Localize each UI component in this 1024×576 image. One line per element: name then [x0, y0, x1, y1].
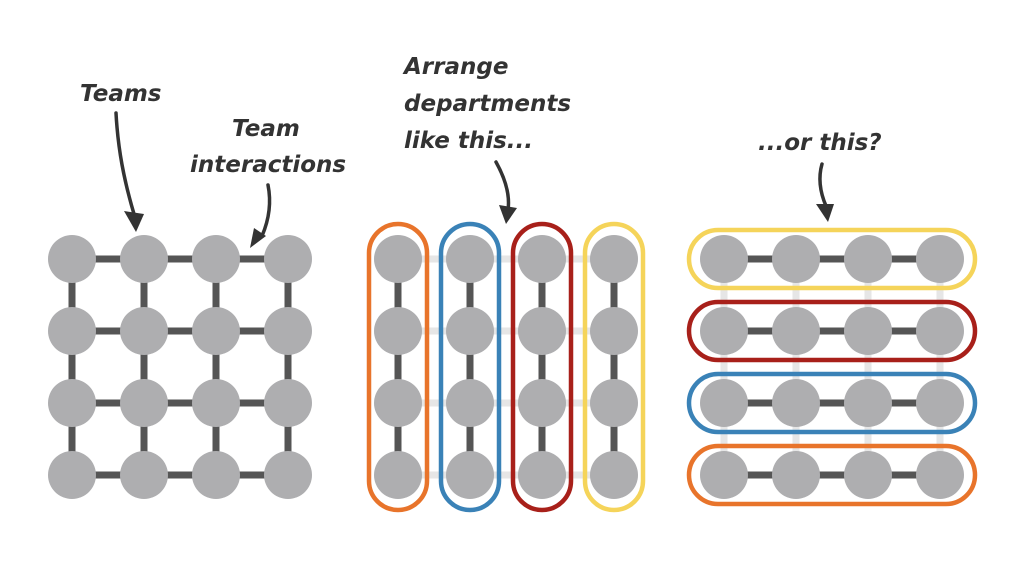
- team-node: [264, 235, 312, 283]
- arrange-label-line1: Arrange: [402, 54, 508, 80]
- team-node: [374, 235, 422, 283]
- team-node: [700, 307, 748, 355]
- team-node: [48, 307, 96, 355]
- arrange-arrow-icon: [494, 160, 511, 212]
- team-node: [916, 307, 964, 355]
- department-outline-blue: [438, 221, 502, 513]
- teams-grid: [48, 235, 312, 499]
- team-nodes: [700, 235, 964, 499]
- team-node: [264, 379, 312, 427]
- team-node: [446, 307, 494, 355]
- team-node: [590, 451, 638, 499]
- team-node: [772, 307, 820, 355]
- team-interactions-arrow-icon: [260, 183, 272, 238]
- team-node: [916, 235, 964, 283]
- department-outline-blue: [686, 371, 978, 435]
- team-node: [446, 379, 494, 427]
- team-node: [844, 307, 892, 355]
- team-node: [700, 235, 748, 283]
- department-outline-red: [510, 221, 574, 513]
- or-this-arrow-icon: [818, 162, 828, 208]
- team-interactions-label-line2: interactions: [190, 152, 346, 178]
- team-node: [844, 451, 892, 499]
- team-interactions-label-line1: Team: [232, 116, 300, 142]
- annotations: Teams Team interactions Arrange departme…: [80, 54, 882, 248]
- team-node: [772, 235, 820, 283]
- team-interactions-arrowhead-icon: [250, 228, 266, 248]
- faint-cross-edges: [398, 255, 614, 479]
- department-outline-yellow: [686, 227, 978, 291]
- team-node: [916, 379, 964, 427]
- team-nodes: [48, 235, 312, 499]
- team-node: [192, 379, 240, 427]
- team-node: [374, 307, 422, 355]
- team-node: [48, 379, 96, 427]
- arrange-label-line2: departments: [404, 91, 571, 117]
- teams-label: Teams: [80, 81, 162, 107]
- team-node: [192, 451, 240, 499]
- team-node: [518, 379, 566, 427]
- department-edges: [394, 255, 618, 479]
- department-edges: [720, 255, 944, 479]
- team-node: [518, 451, 566, 499]
- team-node: [916, 451, 964, 499]
- team-node: [772, 379, 820, 427]
- teams-arrow-icon: [114, 111, 136, 216]
- department-outline-red: [686, 299, 978, 363]
- team-nodes: [374, 235, 638, 499]
- department-outlines: [686, 227, 978, 507]
- team-node: [48, 451, 96, 499]
- team-node: [192, 235, 240, 283]
- team-node: [264, 307, 312, 355]
- arrange-label-line3: like this...: [404, 128, 533, 154]
- faint-cross-edges: [720, 259, 944, 475]
- department-outline-yellow: [582, 221, 646, 513]
- or-this-label: ...or this?: [758, 130, 882, 156]
- team-node: [844, 379, 892, 427]
- team-node: [192, 307, 240, 355]
- team-interaction-edges: [68, 255, 292, 479]
- team-node: [590, 307, 638, 355]
- team-node: [700, 451, 748, 499]
- team-node: [374, 379, 422, 427]
- team-node: [518, 307, 566, 355]
- vertical-departments-grid: [366, 221, 646, 513]
- team-node: [374, 451, 422, 499]
- team-node: [120, 307, 168, 355]
- or-this-arrowhead-icon: [816, 204, 834, 222]
- team-node: [48, 235, 96, 283]
- team-node: [590, 379, 638, 427]
- team-node: [120, 235, 168, 283]
- department-outlines: [366, 221, 646, 513]
- team-node: [446, 235, 494, 283]
- team-node: [590, 235, 638, 283]
- team-node: [120, 379, 168, 427]
- arrange-arrowhead-icon: [499, 205, 517, 224]
- department-outline-orange: [366, 221, 430, 513]
- team-node: [518, 235, 566, 283]
- department-outline-orange: [686, 443, 978, 507]
- team-node: [772, 451, 820, 499]
- horizontal-departments-grid: [686, 227, 978, 507]
- team-node: [446, 451, 494, 499]
- team-node: [264, 451, 312, 499]
- team-node: [844, 235, 892, 283]
- team-node: [700, 379, 748, 427]
- team-node: [120, 451, 168, 499]
- teams-arrowhead-icon: [124, 211, 144, 232]
